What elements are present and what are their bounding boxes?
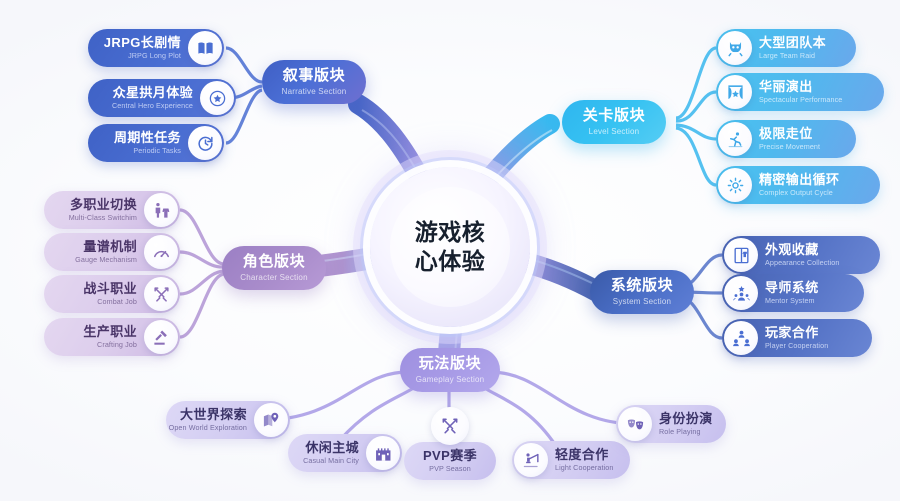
fishing-icon [514,443,548,477]
monster-icon [718,31,752,65]
leaf-label-cn: JRPG长剧情 [103,34,181,50]
branch-label-cn: 角色版块 [242,253,306,270]
leaf-label-en: JRPG Long Plot [128,50,181,60]
leaf-node-spectacular-performance[interactable]: 华丽演出 Spectacular Performance [716,73,884,111]
map-pin-icon [254,403,288,437]
leaf-node-appearance-collection[interactable]: 外观收藏 Appearance Collection [722,236,880,274]
leaf-node-multi-class-switching[interactable]: 多职业切换 Multi-Class Switchim [44,191,180,229]
leaf-label-en: Appearance Collection [765,257,840,267]
leaf-label-en: Open World Exploration [168,422,247,432]
branch-label-en: Narrative Section [281,86,347,96]
leaf-label-cn: 周期性任务 [113,129,181,145]
star-badge-icon [200,81,234,115]
class-switch-icon [144,193,178,227]
leaf-label-cn: 大世界探索 [179,406,247,422]
links-level [675,46,717,187]
leaf-label-en: Periodic Tasks [133,145,181,155]
mentor-icon [724,276,758,310]
leaf-label-en: Mentor System [765,295,815,305]
theater-masks-icon [618,407,652,441]
leaf-node-complex-output-cycle[interactable]: 精密输出循环 Complex Output Cycle [716,166,880,204]
branch-node-character[interactable]: 角色版块 Character Section [222,246,326,290]
leaf-label-en: Precise Movement [759,141,821,151]
leaf-label-cn: 身份扮演 [659,410,713,426]
leaf-label-cn: 华丽演出 [759,78,813,94]
leaf-label-cn: 玩家合作 [765,324,819,340]
leaf-node-periodic-tasks[interactable]: 周期性任务 Periodic Tasks [88,124,224,162]
leaf-label-cn: 量谱机制 [83,238,137,254]
leaf-node-pvp-season[interactable]: PVP赛季 PVP Season [404,442,496,480]
leaf-label-cn: 休闲主城 [305,439,359,455]
leaf-node-mentor-system[interactable]: 导师系统 Mentor System [722,274,864,312]
branch-label-en: Character Section [240,272,308,282]
trunk-level [474,114,560,195]
branch-label-en: Gameplay Section [415,374,485,384]
leaf-node-open-world-exploration[interactable]: 大世界探索 Open World Exploration [166,401,290,439]
leaf-label-cn: 精密输出循环 [759,171,840,187]
branch-node-system[interactable]: 系统版块 System Section [590,270,694,314]
cooperation-icon [724,321,758,355]
stage-curtain-icon [718,75,752,109]
leaf-label-en: Complex Output Cycle [759,187,833,197]
branch-node-narrative[interactable]: 叙事版块 Narrative Section [262,60,366,104]
leaf-label-en: Gauge Mechanism [75,254,137,264]
leaf-node-combat-job[interactable]: 战斗职业 Combat Job [44,275,180,313]
leaf-label-cn: 众星拱月体验 [112,84,193,100]
leaf-node-precise-movement[interactable]: 极限走位 Precise Movement [716,120,856,158]
leaf-label-cn: 大型团队本 [759,34,827,50]
leaf-node-player-cooperation[interactable]: 玩家合作 Player Cooperation [722,319,872,357]
central-node[interactable]: 游戏核 心体验 [370,167,530,327]
links-character [179,208,225,339]
branch-label-cn: 关卡版块 [582,107,646,124]
trunk-system [513,251,609,303]
running-person-icon [718,122,752,156]
castle-icon [366,436,400,470]
branch-node-gameplay[interactable]: 玩法版块 Gameplay Section [400,348,500,392]
leaf-label-en: Role Playing [659,426,701,436]
leaf-label-cn: 生产职业 [83,323,137,339]
leaf-label-en: Spectacular Performance [759,94,843,104]
leaf-node-role-playing[interactable]: 身份扮演 Role Playing [616,405,726,443]
central-node-title: 游戏核 心体验 [414,219,486,274]
gear-cycle-icon [718,168,752,202]
leaf-label-cn: 多职业切换 [69,196,137,212]
crossed-swords-icon [431,407,469,445]
branch-label-en: System Section [612,296,672,306]
branch-label-en: Level Section [588,126,640,136]
trunk-narrative [348,94,432,192]
branch-label-cn: 叙事版块 [282,67,346,84]
wardrobe-icon [724,238,758,272]
leaf-label-en: Multi-Class Switchim [68,212,137,222]
branch-node-level[interactable]: 关卡版块 Level Section [562,100,666,144]
leaf-node-light-cooperation[interactable]: 轻度合作 Light Cooperation [512,441,630,479]
leaf-label-en: Large Team Raid [759,50,816,60]
leaf-label-cn: PVP赛季 [422,447,477,463]
leaf-label-cn: 极限走位 [759,125,813,141]
leaf-label-en: Player Cooperation [765,340,829,350]
leaf-label-en: Light Cooperation [555,462,614,472]
clock-refresh-icon [188,126,222,160]
leaf-label-cn: 导师系统 [765,279,819,295]
leaf-label-en: PVP Season [429,463,471,473]
leaf-label-en: Crafting Job [97,339,137,349]
gauge-icon [144,235,178,269]
leaf-label-en: Central Hero Experience [111,100,193,110]
leaf-node-gauge-mechanism[interactable]: 量谱机制 Gauge Mechanism [44,233,180,271]
leaf-node-central-hero-experience[interactable]: 众星拱月体验 Central Hero Experience [88,79,236,117]
leaf-label-cn: 战斗职业 [83,280,137,296]
central-node-inner: 游戏核 心体验 [390,187,510,307]
crossed-swords-icon [144,277,178,311]
leaf-label-cn: 外观收藏 [765,241,819,257]
book-icon [188,31,222,65]
leaf-label-en: Casual Main City [303,455,359,465]
leaf-label-cn: 轻度合作 [555,446,609,462]
leaf-node-jrpg-long-plot[interactable]: JRPG长剧情 JRPG Long Plot [88,29,224,67]
leaf-node-casual-main-city[interactable]: 休闲主城 Casual Main City [288,434,402,472]
leaf-label-en: Combat Job [97,296,137,306]
leaf-node-crafting-job[interactable]: 生产职业 Crafting Job [44,318,180,356]
hammer-anvil-icon [144,320,178,354]
leaf-node-large-team-raid[interactable]: 大型团队本 Large Team Raid [716,29,856,67]
branch-label-cn: 系统版块 [610,277,674,294]
branch-label-cn: 玩法版块 [418,355,482,372]
